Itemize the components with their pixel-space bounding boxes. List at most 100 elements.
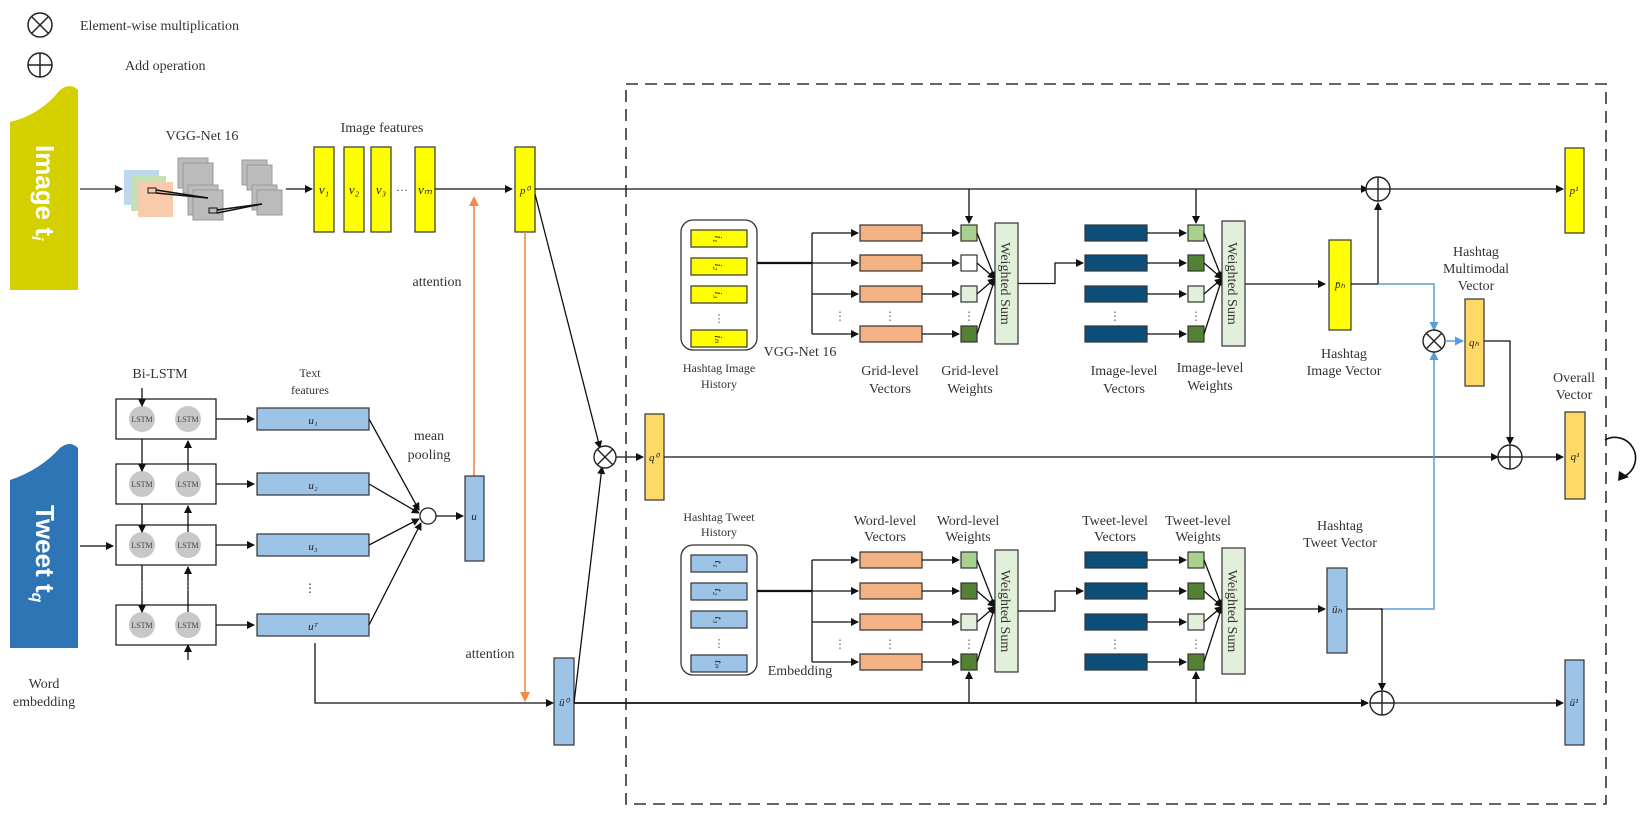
level2-vector (1084, 653, 1148, 671)
hashtag-tweet-vector-label-2: Tweet Vector (1303, 536, 1377, 551)
vgg-label: VGG-Net 16 (166, 129, 239, 144)
overall-vector-label-2: Vector (1556, 388, 1593, 403)
word-vectors-label-1: Word-level (854, 514, 917, 529)
level2-vector (1084, 613, 1148, 631)
svg-text:LSTM: LSTM (131, 621, 152, 630)
history-item: t₁ (690, 554, 748, 573)
legend-mult-label: Element-wise multiplication (80, 19, 239, 34)
level1-vector (859, 325, 923, 343)
level2-weight (1187, 224, 1205, 242)
level2-vector (1084, 285, 1148, 303)
svg-text:i₃: i₃ (712, 292, 724, 299)
lstm-cell: LSTM (129, 612, 155, 638)
image-feature-v3: v₃ (370, 146, 392, 233)
history-item: i₃ (690, 285, 748, 304)
multimodal-label-3: Vector (1458, 279, 1495, 294)
svg-text:t₁: t₁ (712, 561, 724, 568)
multimodal-label-2: Multimodal (1443, 262, 1509, 277)
svg-text:qₕ: qₕ (1469, 337, 1480, 349)
level2-weight (1187, 653, 1205, 671)
word-embedding-label-2: embedding (13, 695, 75, 710)
level1-vector (859, 285, 923, 303)
svg-text:q⁰: q⁰ (649, 452, 661, 464)
weighted-sum-2: Weighted Sum (1221, 220, 1246, 347)
loop-icon (1604, 436, 1637, 481)
add-node-q1 (1497, 444, 1523, 470)
bilstm-row: LSTM LSTM (115, 604, 255, 646)
hashtag-tweet-history: t₁ t₂ t₃ tₙ ⋮ (680, 544, 758, 676)
svg-text:u₂: u₂ (308, 480, 318, 492)
tweet-weights-label-2: Weights (1175, 530, 1221, 545)
level1-weight (960, 653, 978, 671)
level2-vector (1084, 582, 1148, 600)
svg-text:p⁰: p⁰ (519, 185, 532, 197)
svg-text:⋮: ⋮ (834, 637, 846, 651)
svg-text:⋮: ⋮ (963, 637, 975, 651)
svg-text:LSTM: LSTM (131, 541, 152, 550)
svg-text:⋮: ⋮ (182, 579, 194, 593)
text-feature-3: u₃ (256, 533, 370, 557)
svg-text:v₃: v₃ (376, 182, 386, 197)
hashtag-image-vector-label-1: Hashtag (1321, 347, 1367, 362)
word-weights-label-2: Weights (945, 530, 991, 545)
overall-vector-q1: q¹ (1564, 411, 1586, 500)
lstm-cell: LSTM (129, 532, 155, 558)
hashtag-image-vector-label-2: Image Vector (1307, 364, 1382, 379)
svg-text:tₙ: tₙ (712, 660, 724, 668)
svg-text:ū¹: ū¹ (1570, 697, 1579, 709)
add-node-u1 (1369, 690, 1395, 716)
legend-add: Add operation (27, 52, 205, 78)
word-embedding-label-1: Word (29, 677, 60, 692)
image-feature-v2: v₂ (343, 146, 365, 233)
lstm-cell: LSTM (129, 406, 155, 432)
image-input-tab: Image ti (10, 86, 78, 290)
svg-text:Weighted Sum: Weighted Sum (1224, 570, 1239, 653)
svg-text:Weighted Sum: Weighted Sum (1224, 242, 1239, 325)
history-item: iₙ (690, 329, 748, 348)
level2-vector (1084, 325, 1148, 343)
svg-text:t₂: t₂ (712, 589, 724, 596)
svg-text:⋮: ⋮ (714, 638, 725, 650)
svg-text:t₃: t₃ (712, 617, 724, 624)
level1-weight (960, 551, 978, 569)
hashtag-multimodal-vector: qₕ (1464, 298, 1485, 387)
svg-text:i₁: i₁ (712, 236, 724, 243)
word-vectors-label-2: Vectors (864, 530, 906, 545)
vector-u1: ū¹ (1564, 659, 1585, 746)
svg-text:LSTM: LSTM (177, 415, 198, 424)
level2-weight (1187, 325, 1205, 343)
text-features-label-1: Text (299, 366, 321, 380)
hashtag-tweet-history-label-2: History (701, 525, 737, 539)
mean-pooling-node (419, 507, 437, 525)
vector-u-mean: u (464, 475, 485, 562)
text-feature-2: u₂ (256, 472, 370, 496)
grid-vectors-label-1: Grid-level (861, 364, 919, 379)
level2-weight (1187, 613, 1205, 631)
image-weights-label-2: Weights (1187, 379, 1233, 394)
svg-text:⋮: ⋮ (884, 637, 896, 651)
history-item: t₂ (690, 582, 748, 601)
word-weights-label-1: Word-level (937, 514, 1000, 529)
weighted-sum-1: Weighted Sum (994, 222, 1019, 345)
lstm-cell: LSTM (175, 471, 201, 497)
svg-text:LSTM: LSTM (177, 621, 198, 630)
multimodal-label-1: Hashtag (1453, 245, 1499, 260)
level1-vector (859, 582, 923, 600)
svg-text:v₂: v₂ (349, 182, 360, 197)
svg-text:⋮: ⋮ (1109, 637, 1121, 651)
image-input-label: Image ti (28, 145, 60, 241)
add-icon (27, 52, 53, 78)
level2-vector (1084, 551, 1148, 569)
text-feature-1: u₁ (256, 407, 370, 431)
svg-text:⋮: ⋮ (1190, 637, 1202, 651)
level1-vector (859, 653, 923, 671)
level1-vector (859, 254, 923, 272)
vector-p1: p¹ (1564, 147, 1585, 234)
level1-vector (859, 613, 923, 631)
svg-text:u: u (471, 511, 477, 523)
image-weights-label-1: Image-level (1177, 361, 1244, 376)
